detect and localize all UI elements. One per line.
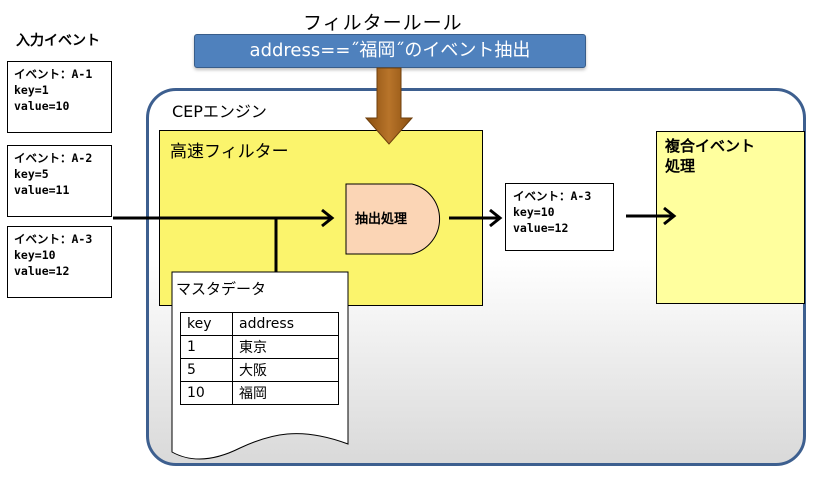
composite-event-process-box: 複合イベント 処理 — [656, 131, 805, 304]
table-cell-key: 5 — [180, 358, 233, 382]
table-header-key: key — [180, 312, 233, 336]
master-data-table: key address 1 東京 5 大阪 10 福岡 — [180, 312, 339, 405]
table-row: 1 東京 — [180, 335, 339, 359]
master-data-label: マスタデータ — [176, 280, 267, 298]
table-cell-address: 東京 — [232, 335, 339, 359]
input-event-a2: イベント：A-2 key=5 value=11 — [7, 145, 112, 217]
input-event-a3: イベント：A-3 key=10 value=12 — [7, 226, 112, 298]
event-value: value=11 — [14, 183, 70, 197]
event-name: イベント：A-2 — [14, 151, 93, 165]
event-key: key=10 — [513, 205, 555, 219]
composite-label-line2: 処理 — [665, 157, 696, 175]
extract-process-label: 抽出処理 — [355, 212, 408, 227]
event-name: イベント：A-3 — [513, 189, 592, 203]
table-header-row: key address — [180, 312, 339, 336]
rule-down-arrow — [364, 67, 414, 145]
input-event-a1: イベント：A-1 key=1 value=10 — [7, 61, 112, 133]
table-header-address: address — [232, 312, 339, 336]
event-key: key=1 — [14, 83, 49, 97]
output-to-composite-arrowhead — [663, 206, 677, 226]
event-key: key=10 — [14, 248, 56, 262]
table-row: 10 福岡 — [180, 381, 339, 405]
input-events-title: 入力イベント — [16, 33, 100, 49]
input-flow-arrowhead — [321, 208, 335, 228]
event-value: value=12 — [513, 221, 569, 235]
table-cell-address: 福岡 — [232, 381, 339, 405]
event-key: key=5 — [14, 167, 49, 181]
event-name: イベント：A-1 — [14, 67, 93, 81]
event-value: value=10 — [14, 99, 70, 113]
filter-rule-title: フィルタールール — [303, 12, 463, 34]
table-cell-address: 大阪 — [232, 358, 339, 382]
extract-process-shape — [345, 183, 441, 255]
table-cell-key: 1 — [180, 335, 233, 359]
cep-engine-label: CEPエンジン — [172, 102, 267, 121]
event-value: value=12 — [14, 264, 70, 278]
event-name: イベント：A-3 — [14, 232, 93, 246]
composite-label-line1: 複合イベント — [665, 137, 756, 155]
fast-filter-label: 高速フィルター — [170, 142, 289, 162]
table-cell-key: 10 — [180, 381, 233, 405]
extract-to-output-arrowhead — [489, 208, 503, 228]
output-event-a3: イベント：A-3 key=10 value=12 — [505, 183, 614, 251]
table-row: 5 大阪 — [180, 358, 339, 382]
